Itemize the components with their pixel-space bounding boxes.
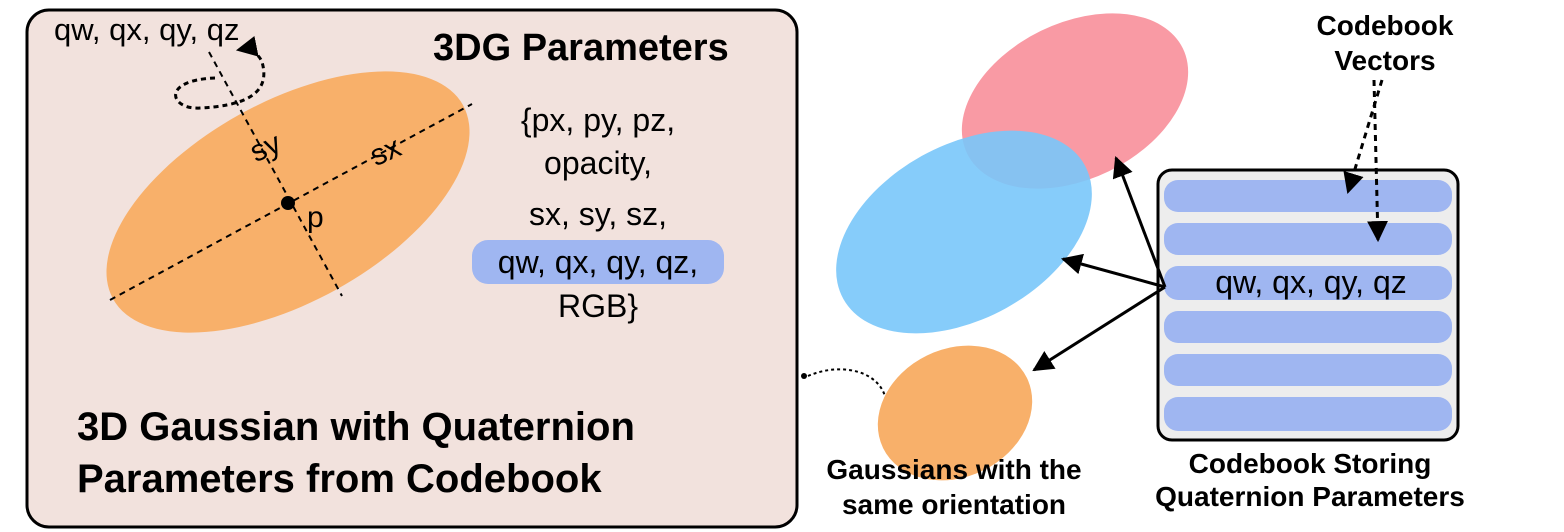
- codebook-row: [1164, 180, 1452, 212]
- codebook-caption-2: Quaternion Parameters: [1155, 481, 1465, 512]
- param-line-5: RGB}: [558, 288, 638, 324]
- codebook-row: [1164, 266, 1452, 300]
- codebook-row: [1164, 354, 1452, 386]
- arrow-to-pink: [1112, 156, 1167, 288]
- center-label: p: [307, 201, 324, 234]
- codebook-vectors-label: Codebook: [1317, 10, 1454, 41]
- codebook-row: [1164, 311, 1452, 343]
- param-line-1: {px, py, pz,: [521, 102, 675, 138]
- sy-axis: [208, 51, 343, 297]
- codebook-row: [1164, 223, 1452, 255]
- codebook-vectors-pointer: [1367, 79, 1389, 243]
- param-line-2: opacity,: [544, 145, 652, 181]
- caption-line-1: 3D Gaussian with Quaternion: [77, 405, 635, 449]
- blue-gaussian: [836, 130, 1092, 334]
- sx-axis: [109, 103, 473, 301]
- codebook-vectors-pointer: [1343, 79, 1384, 195]
- gaussians-caption-1: Gaussians with the: [826, 454, 1081, 485]
- quaternion-highlight: [472, 240, 724, 284]
- panel-title: 3DG Parameters: [433, 27, 729, 69]
- param-line-3: sx, sy, sz,: [529, 196, 667, 232]
- caption-line-2: Parameters from Codebook: [77, 457, 602, 501]
- arrow-to-blue: [1060, 253, 1166, 289]
- gaussians-caption-2: same orientation: [842, 489, 1066, 520]
- codebook-row: [1164, 397, 1452, 431]
- codebook-vectors-label-2: Vectors: [1334, 45, 1435, 76]
- panel-connector-dot: [801, 373, 807, 379]
- rotation-label: qw, qx, qy, qz: [54, 12, 240, 47]
- arrow-to-orange: [1032, 285, 1166, 372]
- panel-connector: [807, 368, 887, 401]
- codebook-caption-1: Codebook Storing: [1189, 448, 1432, 479]
- center-point: [281, 196, 295, 210]
- param-line-4: qw, qx, qy, qz,: [498, 244, 698, 280]
- codebook-entry-label: qw, qx, qy, qz: [1215, 264, 1407, 300]
- small-orange-gaussian: [877, 345, 1033, 481]
